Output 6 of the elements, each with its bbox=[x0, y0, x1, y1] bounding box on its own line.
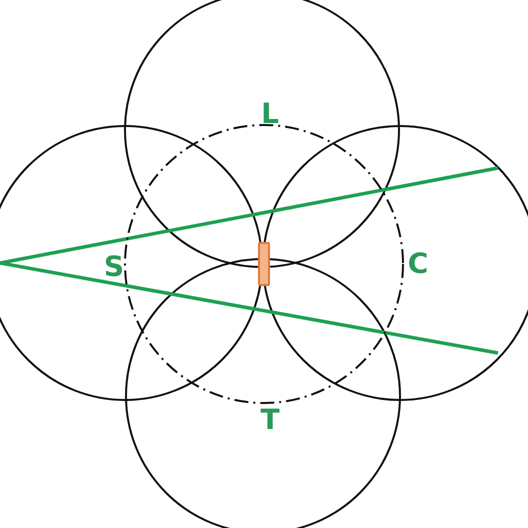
dash-dot-circle bbox=[124, 124, 404, 404]
bar bbox=[258, 242, 270, 286]
letter-label: S bbox=[104, 253, 124, 281]
letter-label: C bbox=[408, 250, 428, 278]
letter-label: T bbox=[260, 406, 280, 434]
letter-label: L bbox=[261, 100, 279, 128]
